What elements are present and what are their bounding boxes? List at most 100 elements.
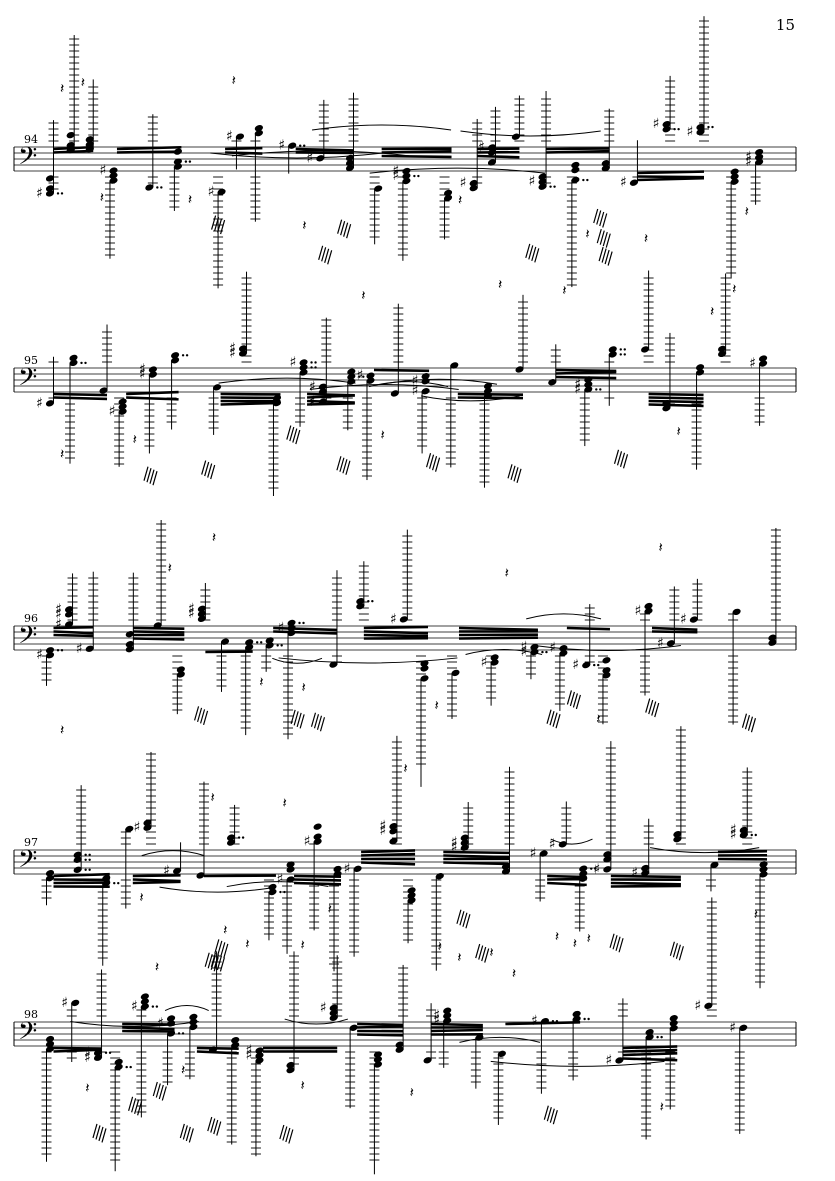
tie	[231, 150, 410, 157]
grace-note-slash	[214, 216, 220, 232]
beam	[132, 880, 181, 885]
beam	[648, 392, 704, 397]
quarter-rest: 𝄽	[302, 218, 306, 234]
grace-note-slash	[612, 935, 618, 950]
grace-note-slash	[340, 221, 346, 236]
grace-note-slash	[316, 715, 323, 730]
grace-note-slash	[425, 453, 432, 468]
notehead	[423, 1057, 432, 1064]
grace-note-slash	[678, 946, 684, 961]
sharp-accidental: ♯	[549, 836, 556, 852]
tie	[311, 124, 452, 131]
notehead	[603, 856, 612, 863]
notehead	[353, 865, 362, 873]
sharp-accidental: ♯	[657, 635, 664, 651]
tie	[70, 1020, 199, 1027]
notehead	[73, 856, 82, 863]
notehead	[231, 1037, 240, 1044]
sharp-accidental: ♯	[620, 175, 627, 191]
grace-note-slash	[343, 222, 349, 237]
sharp-accidental: ♯	[730, 822, 737, 838]
grace-note-slash	[602, 231, 608, 247]
grace-note-slash	[549, 1108, 555, 1123]
notehead	[347, 368, 356, 375]
notehead	[125, 630, 134, 638]
notehead	[399, 616, 408, 623]
grace-note-slash	[204, 952, 210, 967]
beam	[637, 170, 705, 175]
quarter-rest: 𝄽	[188, 192, 192, 208]
notehead	[443, 194, 453, 202]
notehead	[286, 866, 295, 873]
grace-note-slash	[613, 449, 620, 464]
sharp-accidental: ♯	[749, 356, 756, 372]
notehead	[45, 1040, 55, 1048]
beam	[53, 633, 94, 638]
notehead	[548, 379, 557, 386]
augmentation-dot	[362, 375, 365, 378]
grace-note-slash	[528, 245, 534, 260]
notehead	[758, 360, 768, 367]
notehead	[171, 352, 180, 359]
sharp-accidental: ♯	[634, 603, 641, 619]
notehead	[389, 828, 398, 835]
beam	[306, 394, 355, 399]
staff-system: 98𝄢♯𝄽♯♯♯𝄽♯𝄽𝄽𝄽♯♯𝄽♯𝄽𝄽♯♯𝄽𝄽𝄽♯𝄽𝄽♯𝄽♯♯	[13, 897, 797, 1175]
notehead	[125, 640, 134, 648]
augmentation-dot	[590, 867, 593, 870]
beam	[295, 147, 354, 152]
grace-note-slash	[605, 233, 611, 248]
quarter-rest: 𝄽	[328, 902, 332, 918]
beam	[53, 149, 94, 154]
quarter-rest: 𝄽	[732, 281, 736, 297]
beam	[555, 375, 617, 380]
beam	[622, 1051, 678, 1057]
notehead	[402, 172, 411, 180]
grace-note-slash	[569, 691, 575, 707]
grace-note-slash	[293, 711, 299, 726]
grace-note-slash	[607, 251, 613, 266]
grace-note-slash	[288, 1129, 294, 1144]
quarter-rest: 𝄽	[100, 190, 104, 206]
quarter-rest: 𝄽	[60, 446, 64, 462]
grace-note-slash	[669, 941, 675, 956]
tie	[272, 657, 323, 664]
sharp-accidental: ♯	[451, 835, 458, 851]
sharp-accidental: ♯	[84, 1050, 91, 1066]
grace-note-slash	[616, 451, 623, 466]
notehead	[145, 184, 154, 191]
notehead	[287, 619, 296, 627]
notehead	[347, 373, 356, 380]
sharp-accidental: ♯	[208, 184, 215, 200]
tie	[164, 1005, 209, 1012]
grace-note-slash	[599, 211, 605, 227]
beam	[122, 1022, 175, 1026]
grace-note-slash	[478, 945, 484, 960]
sharp-accidental: ♯	[520, 644, 527, 660]
notehead	[571, 161, 580, 169]
augmentation-dot	[188, 160, 192, 163]
beam	[133, 630, 185, 634]
beam	[546, 147, 610, 151]
grace-note-slash	[299, 714, 305, 729]
sharp-accidental: ♯	[36, 647, 43, 663]
tie	[459, 1036, 541, 1043]
grace-note-slash	[210, 955, 216, 970]
augmentation-dot	[185, 354, 189, 357]
grace-note-slash	[481, 946, 487, 962]
notehead	[140, 993, 149, 1000]
augmentation-dot	[595, 388, 598, 391]
bass-clef: 𝄢	[18, 621, 37, 656]
notehead	[173, 163, 182, 170]
sharp-accidental: ♯	[245, 1048, 252, 1064]
sharp-accidental: ♯	[131, 999, 138, 1015]
bass-clef: 𝄢	[18, 1017, 37, 1052]
notehead	[755, 154, 764, 161]
grace-note-slash	[345, 460, 351, 475]
notehead	[608, 351, 617, 358]
sharp-accidental: ♯	[653, 116, 660, 132]
sharp-accidental: ♯	[36, 395, 43, 411]
augmentation-dot	[623, 348, 626, 351]
grace-note-slash	[318, 245, 324, 260]
notehead	[329, 1004, 338, 1011]
